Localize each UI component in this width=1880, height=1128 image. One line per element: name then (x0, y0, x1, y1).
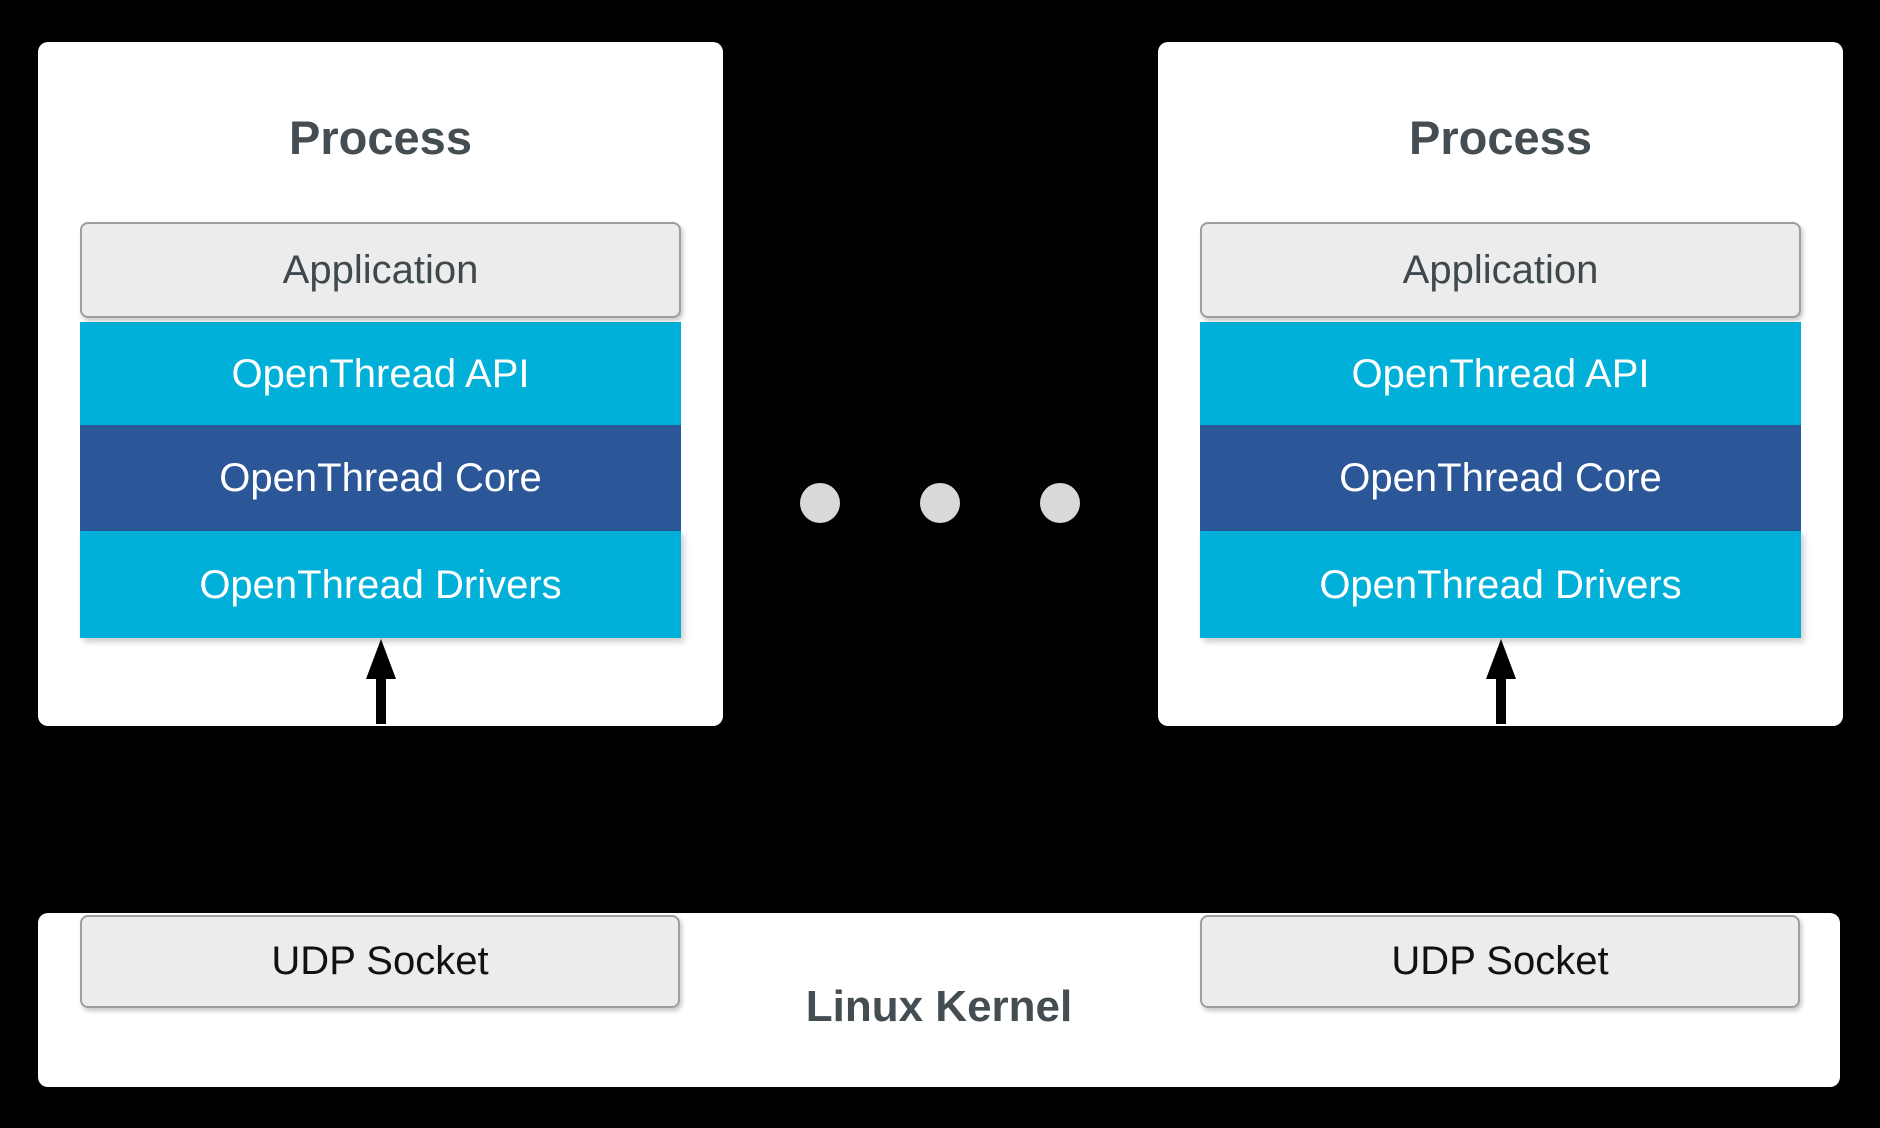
layer-openthread-drivers-right: OpenThread Drivers (1200, 531, 1801, 638)
ellipsis-dot-icon-3 (1040, 483, 1080, 523)
arrow-up-icon-left (365, 639, 397, 724)
layer-openthread-drivers-left: OpenThread Drivers (80, 531, 681, 638)
process-panel-right: Process Application OpenThread API OpenT… (1158, 42, 1843, 726)
process-title-right: Process (1409, 111, 1592, 164)
udp-socket-box-left: UDP Socket (80, 915, 680, 1008)
linux-kernel-panel: UDP Socket Linux Kernel UDP Socket (38, 913, 1840, 1087)
process-panel-left: Process Application OpenThread API OpenT… (38, 42, 723, 726)
process-title-left: Process (289, 111, 472, 164)
udp-socket-box-right: UDP Socket (1200, 915, 1800, 1008)
linux-kernel-title: Linux Kernel (805, 982, 1073, 1031)
layer-openthread-api-left: OpenThread API (80, 322, 681, 425)
ellipsis-dot-icon-2 (920, 483, 960, 523)
layer-openthread-core-right: OpenThread Core (1200, 425, 1801, 531)
layer-openthread-core-left: OpenThread Core (80, 425, 681, 531)
ellipsis-dot-icon-1 (800, 483, 840, 523)
ellipsis-dots (800, 483, 1080, 525)
arrow-up-icon-right (1485, 639, 1517, 724)
layer-application-right: Application (1200, 222, 1801, 318)
layer-application-left: Application (80, 222, 681, 318)
layer-openthread-api-right: OpenThread API (1200, 322, 1801, 425)
